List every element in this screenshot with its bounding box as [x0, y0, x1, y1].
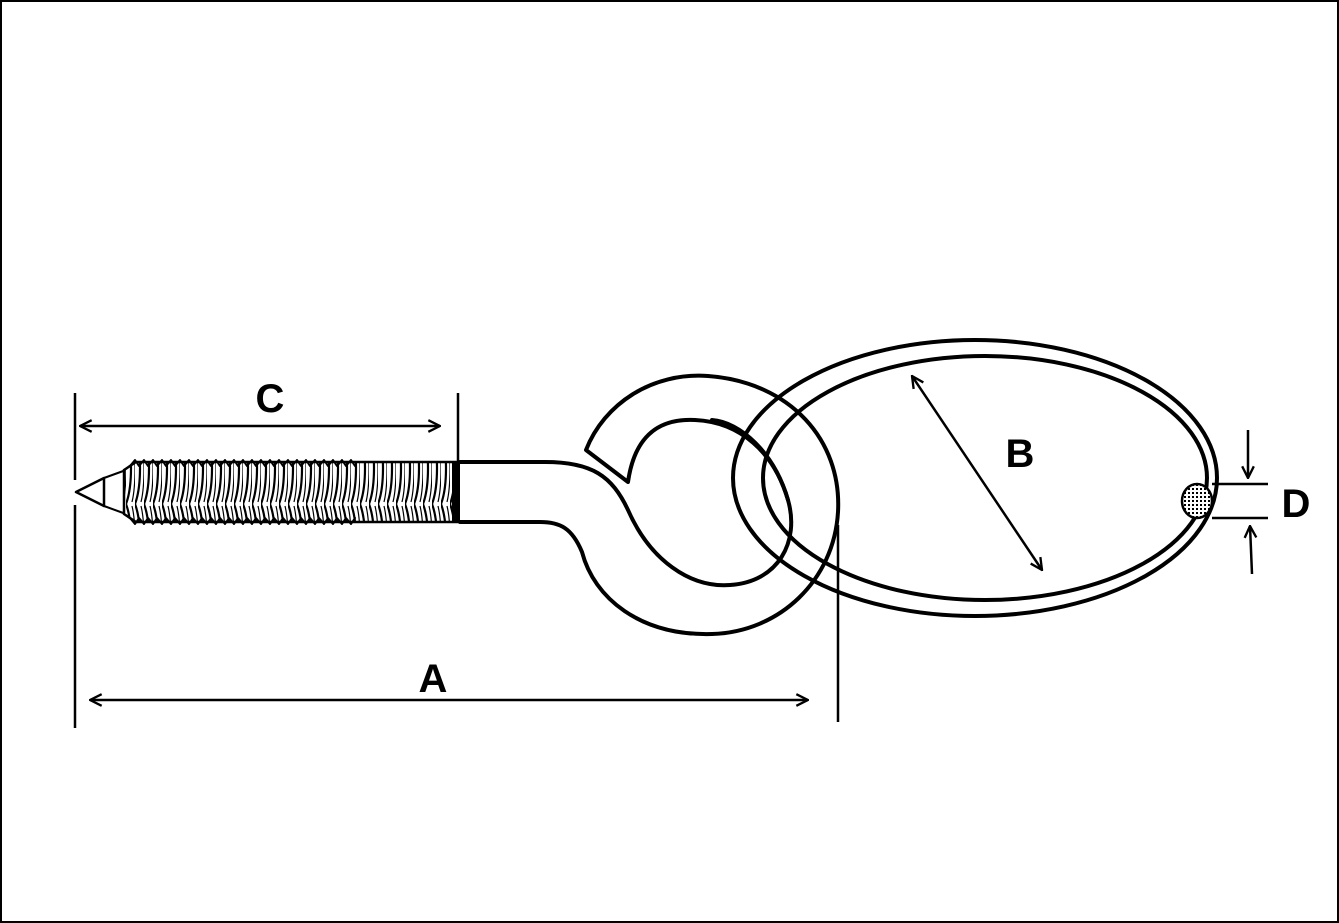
screw-tip	[74, 476, 106, 508]
dimension-a: A	[73, 505, 840, 728]
thread-collar	[452, 462, 460, 522]
eye-overlap	[710, 418, 790, 502]
ring-outer-edge	[731, 338, 1219, 618]
dim-a-label: A	[419, 657, 448, 701]
thread-crest-top	[129, 459, 356, 467]
dim-b-label: B	[1006, 432, 1035, 476]
screw-thread	[74, 459, 460, 525]
dim-c-label: C	[256, 377, 285, 421]
ring-inner-edge	[761, 354, 1209, 602]
thread-crest-bottom	[129, 517, 356, 525]
dimension-d: D	[1212, 430, 1311, 575]
eye-outline	[458, 373, 841, 637]
dim-b-arrow	[912, 376, 1042, 570]
wire-cross-section	[1180, 482, 1214, 520]
dimension-c: C	[73, 377, 460, 480]
screw-tip-taper	[103, 469, 127, 515]
dim-d-bottom-arrow	[1250, 526, 1252, 575]
oval-ring	[710, 338, 1219, 618]
screw-thread-body	[122, 460, 460, 524]
dimension-b: B	[912, 376, 1042, 570]
dim-d-label: D	[1282, 482, 1311, 526]
screw-eye	[458, 373, 841, 637]
